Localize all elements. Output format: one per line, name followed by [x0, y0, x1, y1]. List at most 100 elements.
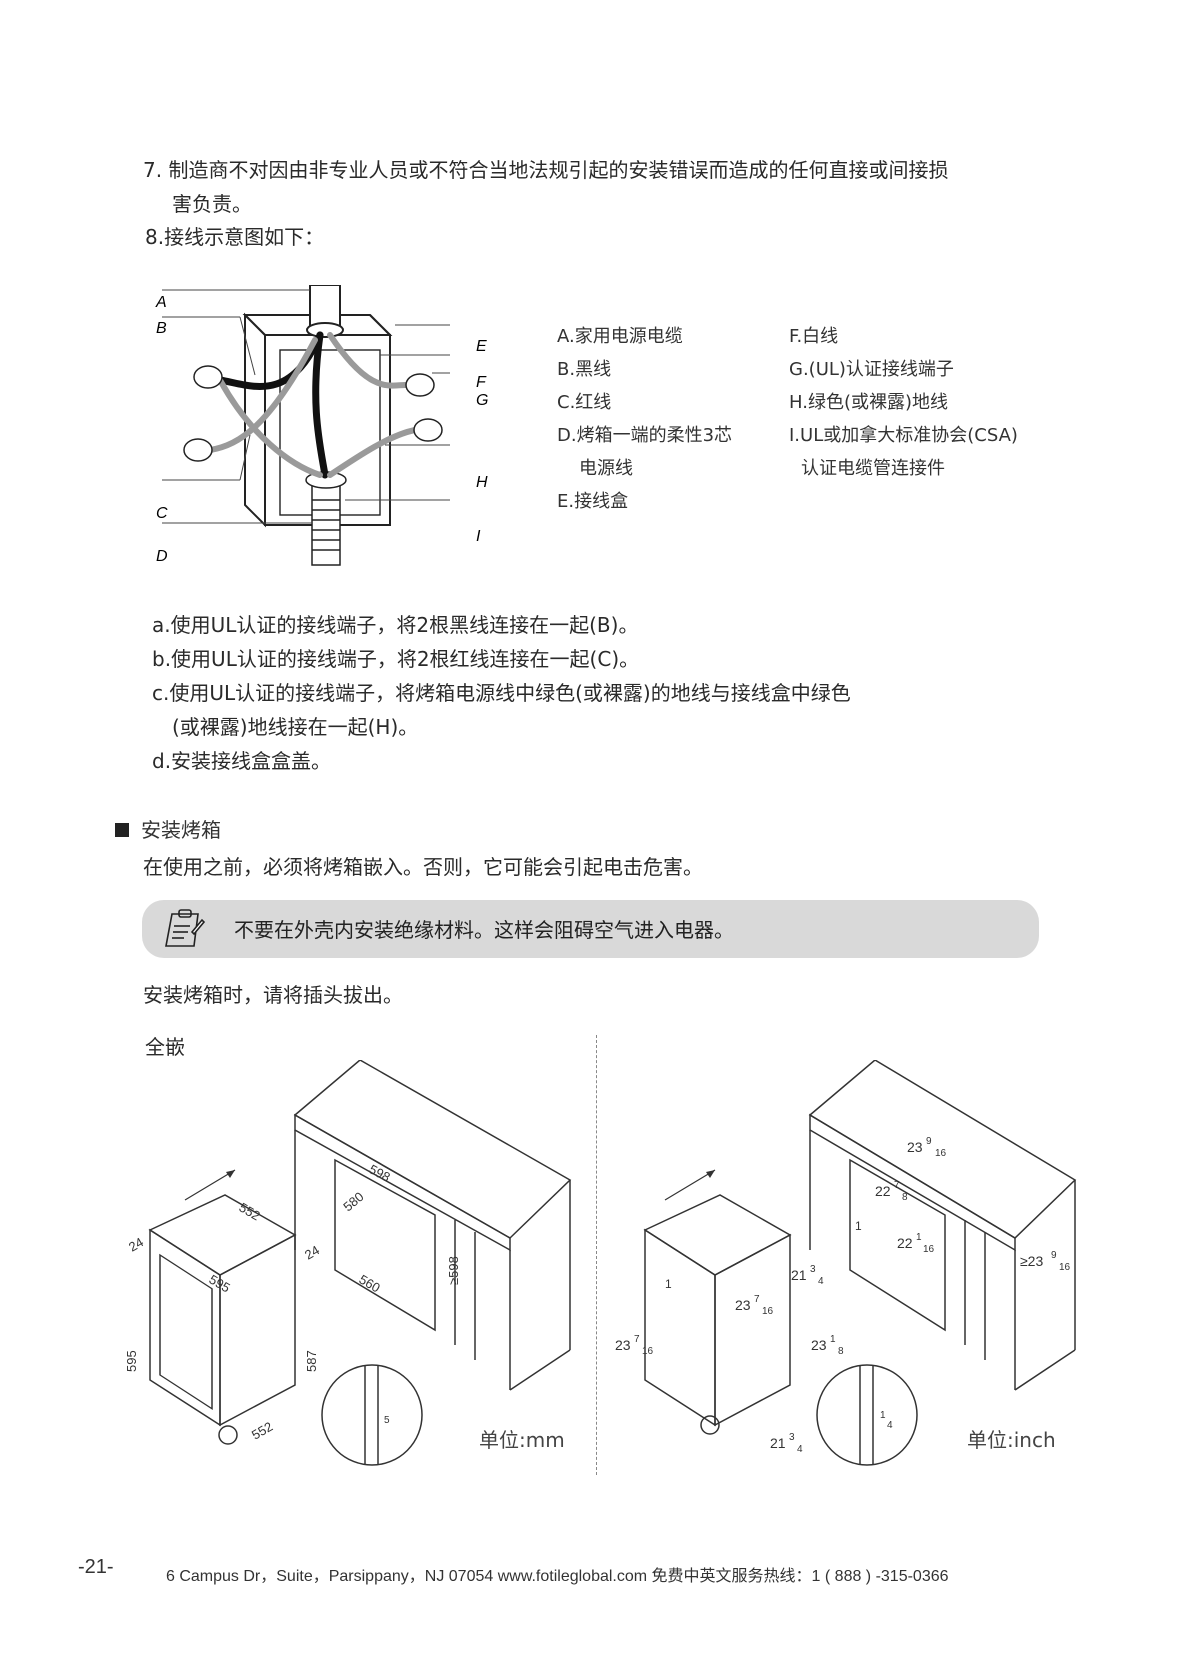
label-I: I — [476, 528, 481, 545]
step-c-cont: (或裸露)地线接在一起(H)。 — [172, 715, 419, 739]
label-F: F — [476, 374, 487, 391]
step-c: c.使用UL认证的接线端子，将烤箱电源线中绿色(或裸露)的地线与接线盒中绿色 — [152, 681, 851, 705]
item-7-line2: 害负责。 — [172, 192, 252, 216]
footer-address: 6 Campus Dr，Suite，Parsippany，NJ 07054 ww… — [166, 1568, 949, 1585]
dim-den: 4 — [887, 1420, 893, 1431]
dim-23-7-16-side: 23 7 16 — [615, 1334, 654, 1357]
dim-den: 8 — [902, 1192, 908, 1203]
arrow-head-icon — [226, 1170, 235, 1178]
dim-num: 9 — [926, 1136, 932, 1147]
legend-item: C.红线 — [557, 392, 612, 413]
dim-num: 7 — [634, 1334, 640, 1345]
dim-23-1-8: 23 1 8 — [811, 1334, 844, 1357]
legend-item: 电源线 — [579, 458, 633, 479]
insert-arrow-mm — [184, 1169, 236, 1201]
diagram-divider — [596, 1035, 597, 1475]
dim-den: 16 — [923, 1244, 935, 1255]
dim-num: 3 — [810, 1264, 816, 1275]
oven-mm — [148, 1194, 297, 1445]
dim-num: 7 — [754, 1294, 760, 1305]
dim-whole: 21 — [791, 1267, 807, 1283]
page-number: -21- — [78, 1556, 114, 1578]
dim-24-cab: 24 — [302, 1242, 322, 1262]
label-B: B — [156, 320, 167, 337]
dim-22-1-16: 22 1 16 — [897, 1232, 935, 1255]
legend-item: B.黑线 — [557, 359, 612, 380]
arrow-head-icon — [706, 1170, 715, 1178]
dim-587: 587 — [304, 1350, 319, 1372]
section-intro: 在使用之前，必须将烤箱嵌入。否则，它可能会引起电击危害。 — [143, 855, 703, 879]
wiring-steps: a.使用UL认证的接线端子，将2根黑线连接在一起(B)。 b.使用UL认证的接线… — [152, 608, 851, 778]
installation-diagram-mm: 598 580 24 560 ≥598 24 552 595 595 587 5… — [124, 1060, 572, 1466]
label-G: G — [476, 392, 488, 409]
dim-num: 3 — [789, 1432, 795, 1443]
dim-598-height: ≥598 — [446, 1256, 461, 1285]
dim-den: 16 — [935, 1148, 947, 1159]
label-H: H — [476, 474, 488, 491]
wires — [207, 331, 418, 479]
clipboard-note-icon — [165, 909, 206, 947]
dim-whole: 23 — [811, 1337, 827, 1353]
dim-whole: 23 — [907, 1139, 923, 1155]
legend-item: A.家用电源电缆 — [557, 326, 683, 347]
installation-diagram-inch: 23 9 16 22 7 8 22 1 16 1 21 3 4 ≥23 9 16… — [615, 1060, 1077, 1466]
label-A: A — [155, 294, 167, 311]
oven-inch — [643, 1194, 792, 1435]
dim-5: 5 — [384, 1415, 390, 1426]
dim-23-9-16-top: 23 9 16 — [907, 1136, 947, 1159]
dim-1-oven: 1 — [665, 1277, 672, 1291]
dim-num: 1 — [880, 1410, 886, 1421]
label-D: D — [156, 548, 168, 565]
dim-whole: ≥23 — [1020, 1253, 1043, 1269]
dim-580: 580 — [340, 1189, 366, 1214]
legend-right: F.白线 G.(UL)认证接线端子 H.绿色(或裸露)地线 I.UL或加拿大标准… — [789, 320, 1018, 485]
fullbuilt-label: 全嵌 — [145, 1035, 185, 1059]
dim-whole: 21 — [770, 1435, 786, 1451]
dim-24-oven: 24 — [126, 1234, 146, 1254]
wiring-diagram: A B C D E F G H I — [155, 285, 488, 566]
dim-595-height: 595 — [124, 1350, 139, 1372]
dim-595-width: 595 — [207, 1272, 233, 1296]
note-text: 不要在外壳内安装绝缘材料。这样会阻碍空气进入电器。 — [234, 918, 734, 942]
dim-21-3-4-bottom: 21 3 4 — [770, 1432, 803, 1455]
dim-den: 4 — [797, 1444, 803, 1455]
legend-item: F.白线 — [789, 326, 839, 347]
dim-1-4: 1 4 — [880, 1410, 893, 1431]
step-d: d.安装接线盒盒盖。 — [152, 749, 332, 773]
legend-item: 认证电缆管连接件 — [801, 458, 945, 479]
dim-num: 1 — [916, 1232, 922, 1243]
wire-connectors — [183, 365, 443, 462]
dim-598: 598 — [367, 1161, 393, 1184]
legend-item: G.(UL)认证接线端子 — [789, 359, 954, 380]
unplug-text: 安装烤箱时，请将插头拔出。 — [143, 983, 403, 1007]
item-7-line1: 7. 制造商不对因由非专业人员或不符合当地法规引起的安装错误而造成的任何直接或间… — [143, 158, 949, 182]
leader-lines — [162, 289, 450, 524]
label-E: E — [476, 338, 487, 355]
dim-den: 8 — [838, 1346, 844, 1357]
dim-den: 16 — [642, 1346, 654, 1357]
dim-22-7-8: 22 7 8 — [875, 1180, 908, 1203]
dim-den: 16 — [762, 1306, 774, 1317]
dim-23-7-16-top: 23 7 16 — [735, 1294, 774, 1317]
dim-den: 4 — [818, 1276, 824, 1287]
label-C: C — [156, 505, 168, 522]
dim-num: 7 — [894, 1180, 900, 1191]
note-box: 不要在外壳内安装绝缘材料。这样会阻碍空气进入电器。 — [142, 900, 1039, 958]
step-b: b.使用UL认证的接线端子，将2根红线连接在一起(C)。 — [152, 647, 640, 671]
insert-arrow-inch — [664, 1169, 716, 1201]
dim-21-3-4-top: 21 3 4 — [791, 1264, 824, 1287]
dim-num: 1 — [830, 1334, 836, 1345]
flexible-conduit — [305, 471, 347, 566]
dim-num: 9 — [1051, 1250, 1057, 1261]
item-8: 8.接线示意图如下： — [145, 225, 325, 249]
cabinet-mm — [293, 1060, 572, 1391]
dim-whole: 22 — [875, 1183, 891, 1199]
dim-whole: 23 — [735, 1297, 751, 1313]
cabinet-inch — [808, 1060, 1077, 1391]
legend-item: I.UL或加拿大标准协会(CSA) — [789, 425, 1018, 446]
detail-circle-mm — [321, 1364, 423, 1466]
dim-1-cab: 1 — [855, 1219, 862, 1233]
bullet-square-icon — [115, 822, 129, 837]
detail-circle-inch — [816, 1364, 918, 1466]
dim-whole: 22 — [897, 1235, 913, 1251]
